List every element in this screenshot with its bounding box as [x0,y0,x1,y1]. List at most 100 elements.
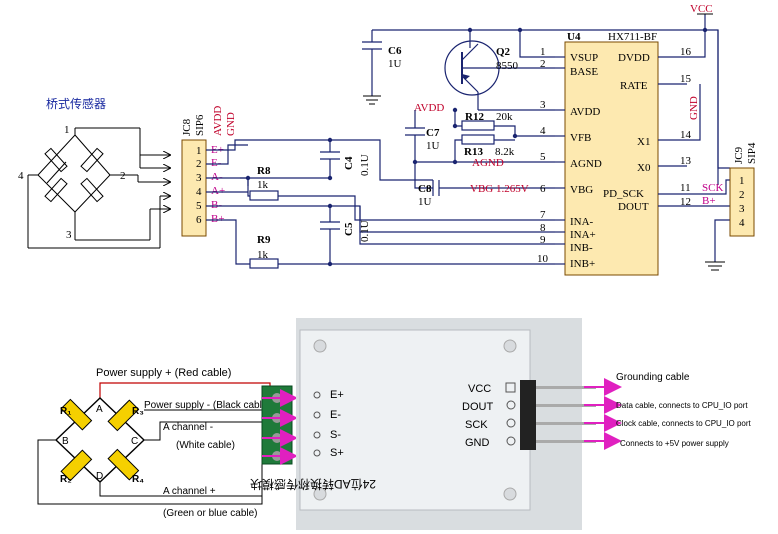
bridge-pin-3: 3 [66,229,72,241]
node-d-label: D [96,471,103,482]
r9-ref: R9 [257,234,271,246]
module-board [299,329,531,511]
board-pin-sck: SCK [465,419,488,431]
bridge-pin-2: 2 [120,170,126,182]
jc9-connector [729,167,755,237]
u4-pin14-num: 14 [680,129,692,141]
jc8-avdd-label: AVDD [212,106,224,136]
board-pin-dout: DOUT [462,401,493,413]
jc8-pin-2: 2 [196,158,202,170]
u4-pin9-num: 9 [540,234,546,246]
power-minus-label: Power supply - (Black cable) [144,400,271,411]
jc8-sig-aminus: A- [211,171,223,183]
hx711-chip [564,41,659,276]
q2-ref: Q2 [496,46,511,58]
jc8-pin-1: 1 [196,145,202,157]
label-power-supply: Connects to +5V power supply [620,439,729,448]
jc9-pin-1: 1 [739,175,745,187]
u4-pin10-num: 10 [537,253,549,265]
jc8-pin-4: 4 [196,186,202,198]
white-cable-label: (White cable) [176,440,235,451]
u4-pin14-name: X1 [637,136,650,148]
jc8-pin-3: 3 [196,172,202,184]
q2-transistor [444,40,555,111]
u4-pin7-num: 7 [540,209,546,221]
u4-pin4-name: VFB [570,132,591,144]
jc9-pin-2: 2 [739,189,745,201]
magenta-input-arrows [262,389,298,465]
input-wiring [206,137,555,269]
jc8-sig-bminus: B- [211,199,222,211]
u4-pin13-name: X0 [637,162,651,174]
label-data-cable: Data cable, connects to CPU_IO port [616,401,748,410]
board-title: 24位AD转换称传感模块 [250,477,376,492]
jc9-type: SIP4 [746,142,758,164]
bridge-sensor-title: 桥式传感器 [46,96,106,111]
vcc-label: VCC [690,3,713,15]
resistor-r2-label: R₂ [60,474,72,485]
r13-value: 8.2k [495,146,515,158]
r12-value: 20k [496,111,513,123]
u4-pin13-num: 13 [680,155,692,167]
a-minus-label: A channel - [163,422,213,433]
c6-value: 1U [388,58,402,70]
bridge-pin-4: 4 [18,170,24,182]
resistor-r4-label: R₄ [132,474,144,485]
r8-resistor [249,190,279,201]
c7-ref: C7 [426,127,440,139]
vbg-net-label: VBG 1.265V [470,183,529,195]
board-pin-vcc: VCC [468,383,491,395]
c6-ref: C6 [388,45,402,57]
u4-pin11-name: PD_SCK [603,188,644,200]
hx711-left-pins [555,56,565,265]
node-a-label: A [96,404,103,415]
agnd-net-label: AGND [472,157,504,169]
board-pin-sminus: S- [330,429,341,441]
c5-ref: C5 [343,222,355,236]
jc8-sig-bplus: B+ [211,213,225,225]
label-grounding-cable: Grounding cable [616,372,690,383]
magenta-output-arrows [584,378,622,450]
header-pins [520,380,596,450]
u4-pin4-num: 4 [540,125,546,137]
jc9-pin-3: 3 [739,203,745,215]
jc8-pin-5: 5 [196,200,202,212]
u4-pin10-name: INB+ [570,258,595,270]
u4-pin12-num: 12 [680,196,691,208]
r8-ref: R8 [257,165,271,177]
u4-pin15-num: 15 [680,73,692,85]
hx711-right-pins [658,30,730,271]
u4-pin3-num: 3 [540,99,546,111]
resistor-r1-label: R₁ [60,406,71,417]
u4-pin15-name: RATE [620,80,648,92]
power-plus-label: Power supply + (Red cable) [96,367,231,379]
r12-ref: R12 [465,111,484,123]
u4-pin3-name: AVDD [570,106,600,118]
c4-value: 0.1U [359,154,371,176]
x1-gnd-label: GND [688,96,700,120]
jc9-sck-label: SCK [702,182,723,194]
u4-pin6-num: 6 [540,183,546,195]
r13-ref: R13 [464,146,483,158]
bridge-sensor-symbol [27,127,170,249]
jc8-sig-eminus: E- [211,157,222,169]
u4-pin5-num: 5 [540,151,546,163]
u4-pin5-name: AGND [570,158,602,170]
u4-pin7-name: INA- [570,216,594,228]
c7-value: 1U [426,140,440,152]
green-cable-label: (Green or blue cable) [163,508,258,519]
u4-pin6-name: VBG [570,184,593,196]
jc9-bplus-label: B+ [702,195,716,207]
feedback-network [405,107,555,196]
wheatstone-bridge [37,382,271,505]
u4-pin2-num: 2 [540,58,546,70]
r8-value: 1k [257,179,269,191]
c8-value: 1U [418,196,432,208]
u4-pin11-num: 11 [680,182,691,194]
u4-pin8-name: INA+ [570,229,596,241]
jc8-type: SIP6 [194,114,206,136]
u4-pin16-num: 16 [680,46,692,58]
jc9-ref: JC9 [733,146,745,164]
r9-value: 1k [257,249,269,261]
board-pin-eminus: E- [330,409,341,421]
